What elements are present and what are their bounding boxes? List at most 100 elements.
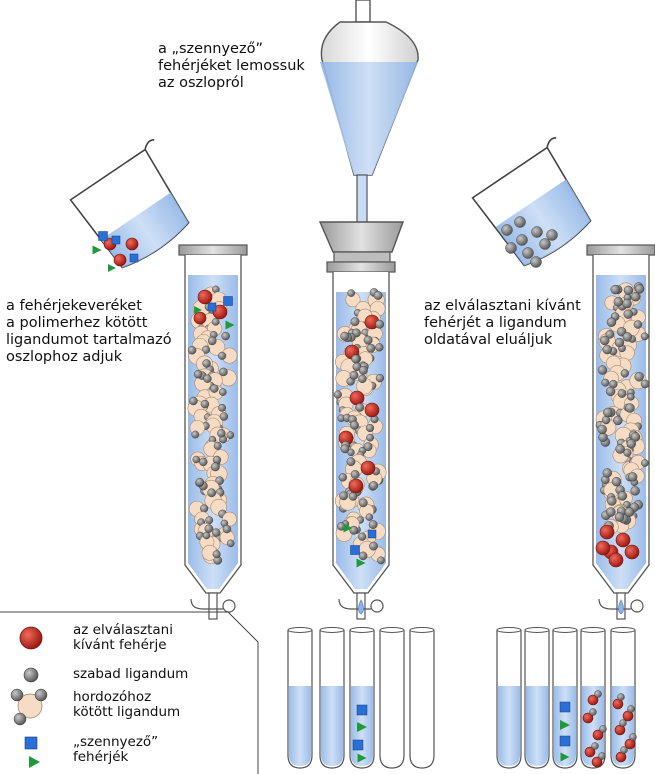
free-ligand: [594, 690, 602, 698]
bound-ligand-bead: [189, 420, 205, 439]
target-protein: [595, 540, 611, 556]
free-ligand: [630, 432, 641, 442]
target-protein: [125, 237, 139, 251]
tube-rim: [524, 627, 550, 633]
free-ligand: [630, 292, 641, 302]
collection-tube: [319, 627, 345, 769]
free-ligand: [349, 370, 359, 380]
target-protein: [193, 311, 207, 325]
bound-ligand-bead: [219, 367, 237, 387]
free-ligand: [363, 442, 373, 452]
free-ligand: [607, 496, 617, 506]
free-ligand: [531, 226, 543, 238]
contaminant-square: [356, 704, 368, 716]
bound-ligand-bead: [345, 289, 361, 308]
column-2: [326, 261, 396, 620]
contaminant-square: [98, 231, 108, 241]
bound-ligand-bead: [618, 344, 635, 361]
free-ligand: [363, 335, 373, 345]
free-ligand: [634, 372, 644, 382]
free-ligand: [598, 752, 606, 760]
legend-free-ligand-icon: [23, 667, 39, 683]
free-ligand: [623, 309, 633, 319]
column-1: [178, 244, 248, 620]
tube-rim: [319, 627, 345, 633]
free-ligand: [373, 291, 383, 300]
contaminant-square: [352, 739, 364, 751]
free-ligand: [624, 507, 635, 517]
contaminant-triangle: [560, 752, 570, 762]
contaminant-triangle: [92, 245, 102, 255]
target-protein: [591, 756, 603, 768]
free-ligand: [193, 370, 203, 379]
free-ligand: [623, 285, 634, 296]
contaminant-square: [223, 296, 233, 306]
target-protein: [582, 712, 594, 724]
free-ligand: [620, 746, 628, 754]
free-ligand: [522, 247, 534, 259]
collection-tube: [287, 627, 313, 769]
column-rim: [178, 244, 248, 256]
tube-liquid: [321, 686, 343, 766]
free-ligand: [375, 319, 385, 329]
legend-bound-ligand-label: hordozóhoz kötött ligandum: [73, 689, 181, 720]
free-ligand: [350, 420, 359, 430]
beaker-mixture-contents: [92, 231, 139, 272]
tube-rim: [552, 627, 578, 633]
tube-glass: [409, 630, 435, 769]
free-ligand: [597, 424, 607, 435]
drop-middle: [358, 599, 364, 615]
free-ligand: [505, 242, 517, 254]
free-ligand: [603, 407, 613, 418]
legend-target-protein-label: az elválasztani kívánt fehérje: [73, 622, 173, 653]
column-3: [586, 244, 655, 620]
column-rim: [586, 244, 655, 256]
tube-rim: [610, 627, 636, 633]
stopcock-knob: [222, 599, 236, 613]
free-ligand: [611, 476, 622, 487]
free-ligand: [598, 432, 608, 442]
contaminant-square: [559, 735, 571, 747]
free-ligand: [625, 403, 635, 413]
free-ligand: [203, 374, 212, 383]
free-ligand: [350, 317, 360, 327]
free-ligand: [530, 256, 542, 268]
free-ligand: [355, 403, 365, 412]
legend-target-protein-icon: [19, 626, 43, 650]
free-ligand: [606, 317, 617, 327]
free-ligand: [627, 705, 635, 713]
contaminant-square: [559, 701, 571, 713]
free-ligand: [340, 331, 350, 341]
legend-bound-ligand-icon: [10, 688, 48, 726]
free-ligand: [358, 365, 368, 375]
target-protein: [197, 289, 213, 305]
free-ligand: [600, 335, 610, 346]
legend-free-ligand-label: szabad ligandum: [73, 666, 189, 682]
contaminant-triangle: [357, 753, 367, 763]
target-protein: [348, 478, 364, 494]
bound-ligand-bead: [219, 530, 235, 548]
free-ligand: [219, 412, 229, 421]
tube-liquid: [526, 686, 548, 766]
contaminant-triangle: [357, 722, 367, 732]
collection-tube: [610, 627, 637, 769]
tube-liquid: [289, 686, 311, 766]
stopcock-arm: [338, 598, 371, 610]
free-ligand: [617, 693, 625, 701]
legend-contaminant-square-icon: [24, 736, 38, 750]
target-protein: [608, 552, 624, 568]
free-ligand: [629, 733, 637, 741]
contaminant-triangle: [356, 558, 366, 568]
target-protein: [360, 460, 376, 476]
caption-step-3: az elválasztani kívánt fehérjét a ligand…: [424, 298, 581, 348]
free-ligand: [610, 284, 620, 295]
free-ligand: [514, 216, 526, 228]
free-ligand: [626, 439, 636, 449]
contaminant-triangle: [225, 320, 235, 330]
free-ligand: [202, 359, 211, 368]
stopcock-arm: [190, 598, 223, 610]
beaker-ligand-contents: [501, 216, 558, 268]
free-ligand: [199, 457, 208, 467]
column-rim: [326, 261, 396, 273]
caption-step-2: a „szennyező” fehérjéket lemossuk az osz…: [158, 41, 305, 91]
